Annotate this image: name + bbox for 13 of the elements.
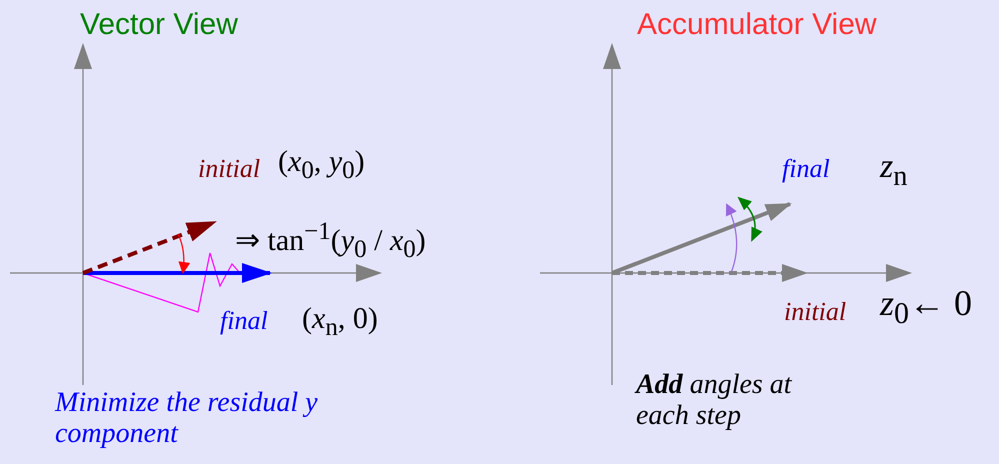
caption-text: Minimize the residual y component xyxy=(55,388,319,450)
coordinate-label: (x$_{0}$, y$_{0}$) xyxy=(278,145,365,184)
vector-label: initial xyxy=(198,155,260,184)
accumulator-label: z$_{0}$← 0 xyxy=(880,284,972,330)
accumulator-label: z$_{n}$ xyxy=(880,148,908,192)
vector-label: final xyxy=(782,155,830,184)
angle-formula: ⇒ tan$^{−1}$(y$_{0}$ / x$_{0}$) xyxy=(235,218,426,264)
caption-text: Add angles at each step xyxy=(636,370,793,432)
panel-title: Vector View xyxy=(80,8,238,41)
vector-label: initial xyxy=(784,298,846,327)
coordinate-label: (x$_{n}$, 0) xyxy=(302,302,378,342)
panel-title: Accumulator View xyxy=(637,8,877,41)
vector-label: final xyxy=(220,307,268,336)
